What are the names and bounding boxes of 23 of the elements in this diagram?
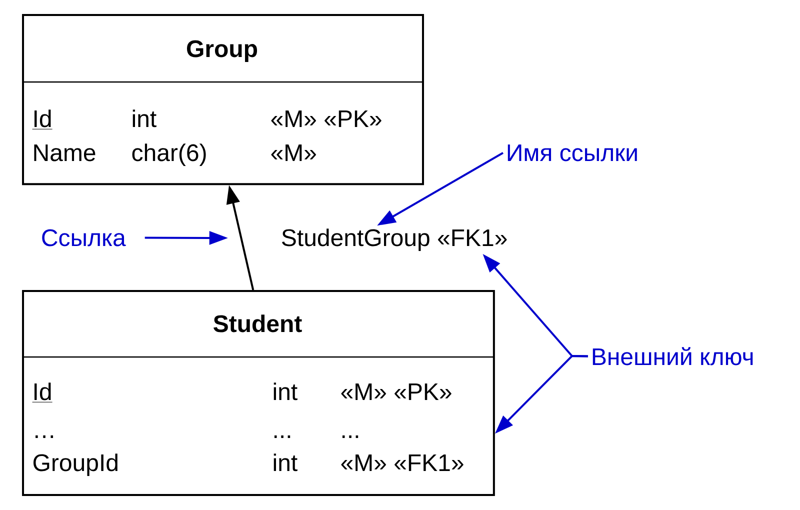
column-name: Id <box>32 382 53 402</box>
data-type: int <box>132 110 156 128</box>
stereotype: «M» «PK» <box>341 383 452 400</box>
stereotype: ... <box>342 435 358 438</box>
column-name: GroupId <box>34 454 118 476</box>
column-name: Name <box>34 144 96 162</box>
stereotype: «M» «PK» <box>271 110 382 127</box>
annotation-text: Внешний ключ <box>592 347 753 366</box>
table-title: Student <box>214 314 302 332</box>
data-type: char(6) <box>132 144 206 166</box>
column-name: … <box>36 435 54 438</box>
table-title: Group <box>187 40 258 62</box>
stereotype: «M» <box>271 144 316 161</box>
annotation-text: Ссылка <box>42 229 126 246</box>
stereotype: «M» «FK1» <box>341 454 464 471</box>
relationship-name: StudentGroup «FK1» <box>282 228 507 251</box>
entity-box <box>22 290 495 496</box>
data-type: int <box>274 382 298 400</box>
entity-box <box>22 14 424 186</box>
column-name: Id <box>32 110 53 130</box>
data-type: int <box>274 454 298 472</box>
data-type: ... <box>274 435 290 438</box>
annotation-text: Имя ссылки <box>508 144 637 162</box>
